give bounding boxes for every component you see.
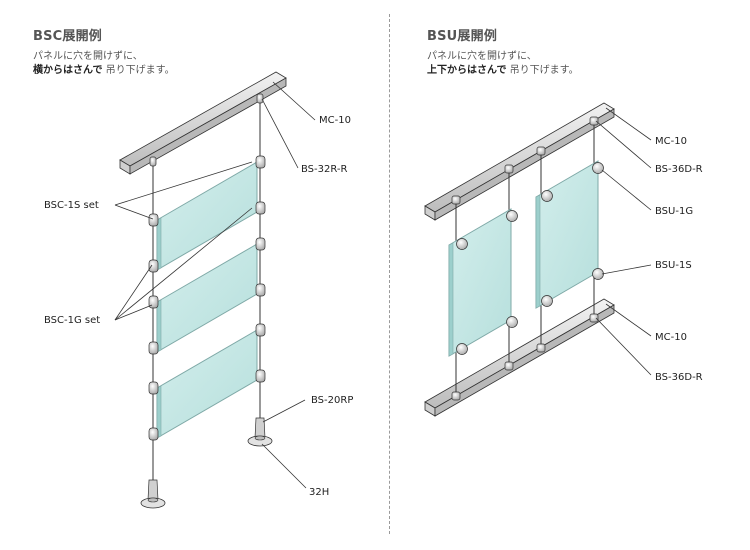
label-mc10-top-right: MC-10 xyxy=(655,136,687,147)
bsc-wire-hanger-right xyxy=(256,93,264,104)
bsc-ceiling-rail xyxy=(119,71,287,175)
label-bsu1s: BSU-1S xyxy=(655,260,692,271)
label-mc10-left: MC-10 xyxy=(319,115,351,126)
label-bsc1s-set: BSC-1S set xyxy=(44,200,99,211)
bsu-description-line1: パネルに穴を開けずに、 xyxy=(427,51,537,62)
bsu-description-line2: 上下からはさんで 吊り下げます。 xyxy=(427,64,579,78)
bsu-description-emphasis: 上下からはさんで xyxy=(427,65,507,76)
bsc-description-line2: 横からはさんで 吊り下げます。 xyxy=(33,64,175,78)
bsc-panel-3 xyxy=(156,329,258,439)
section-divider xyxy=(389,14,390,534)
bsc-panel-2 xyxy=(156,243,258,353)
label-bs36dr-bottom: BS-36D-R xyxy=(655,372,703,383)
bsu-description: パネルに穴を開けずに、 上下からはさんで 吊り下げます。 xyxy=(427,50,579,78)
bsc-assembly: MC-10 BS-32R-R BSC-1S set BSC-1G set BS-… xyxy=(44,71,353,509)
label-bs20rp: BS-20RP xyxy=(311,395,353,406)
bsc-title: BSC展開例 xyxy=(33,29,103,44)
bsc-description: パネルに穴を開けずに、 横からはさんで 吊り下げます。 xyxy=(33,50,175,78)
bsc-description-rest: 吊り下げます。 xyxy=(102,65,175,76)
bsc-clamps-right xyxy=(255,155,266,383)
bsc-panel-1 xyxy=(156,161,258,271)
bsu-bottom-rail xyxy=(424,298,615,417)
label-32h: 32H xyxy=(309,487,329,498)
label-bsc1g-set: BSC-1G set xyxy=(44,315,100,326)
bsu-rail-carriers xyxy=(451,116,599,401)
bsu-title: BSU展開例 xyxy=(427,29,498,44)
bsu-leader-lines xyxy=(595,107,652,376)
label-bs36dr-top: BS-36D-R xyxy=(655,164,703,175)
bsu-panel-grips xyxy=(456,162,604,355)
bsc-description-line1: パネルに穴を開けずに、 xyxy=(33,51,143,62)
bsc-wire-hanger-left xyxy=(149,156,157,167)
bsc-floor-anchor-left xyxy=(140,479,166,509)
label-mc10-bottom-right: MC-10 xyxy=(655,332,687,343)
bsu-panel-1 xyxy=(448,208,512,357)
bsu-top-rail xyxy=(424,102,615,221)
label-bs32rr: BS-32R-R xyxy=(301,164,348,175)
label-bsu1g: BSU-1G xyxy=(655,206,693,217)
bsc-leader-lines xyxy=(114,81,316,489)
bsc-floor-anchor-right xyxy=(247,417,273,447)
bsc-clamps-left xyxy=(148,213,159,441)
bsc-description-emphasis: 横からはさんで xyxy=(33,65,103,76)
bsu-panel-2 xyxy=(535,160,599,309)
bsu-assembly: MC-10 BS-36D-R BSU-1G BSU-1S MC-10 BS-36… xyxy=(424,102,703,417)
bsu-description-rest: 吊り下げます。 xyxy=(506,65,579,76)
